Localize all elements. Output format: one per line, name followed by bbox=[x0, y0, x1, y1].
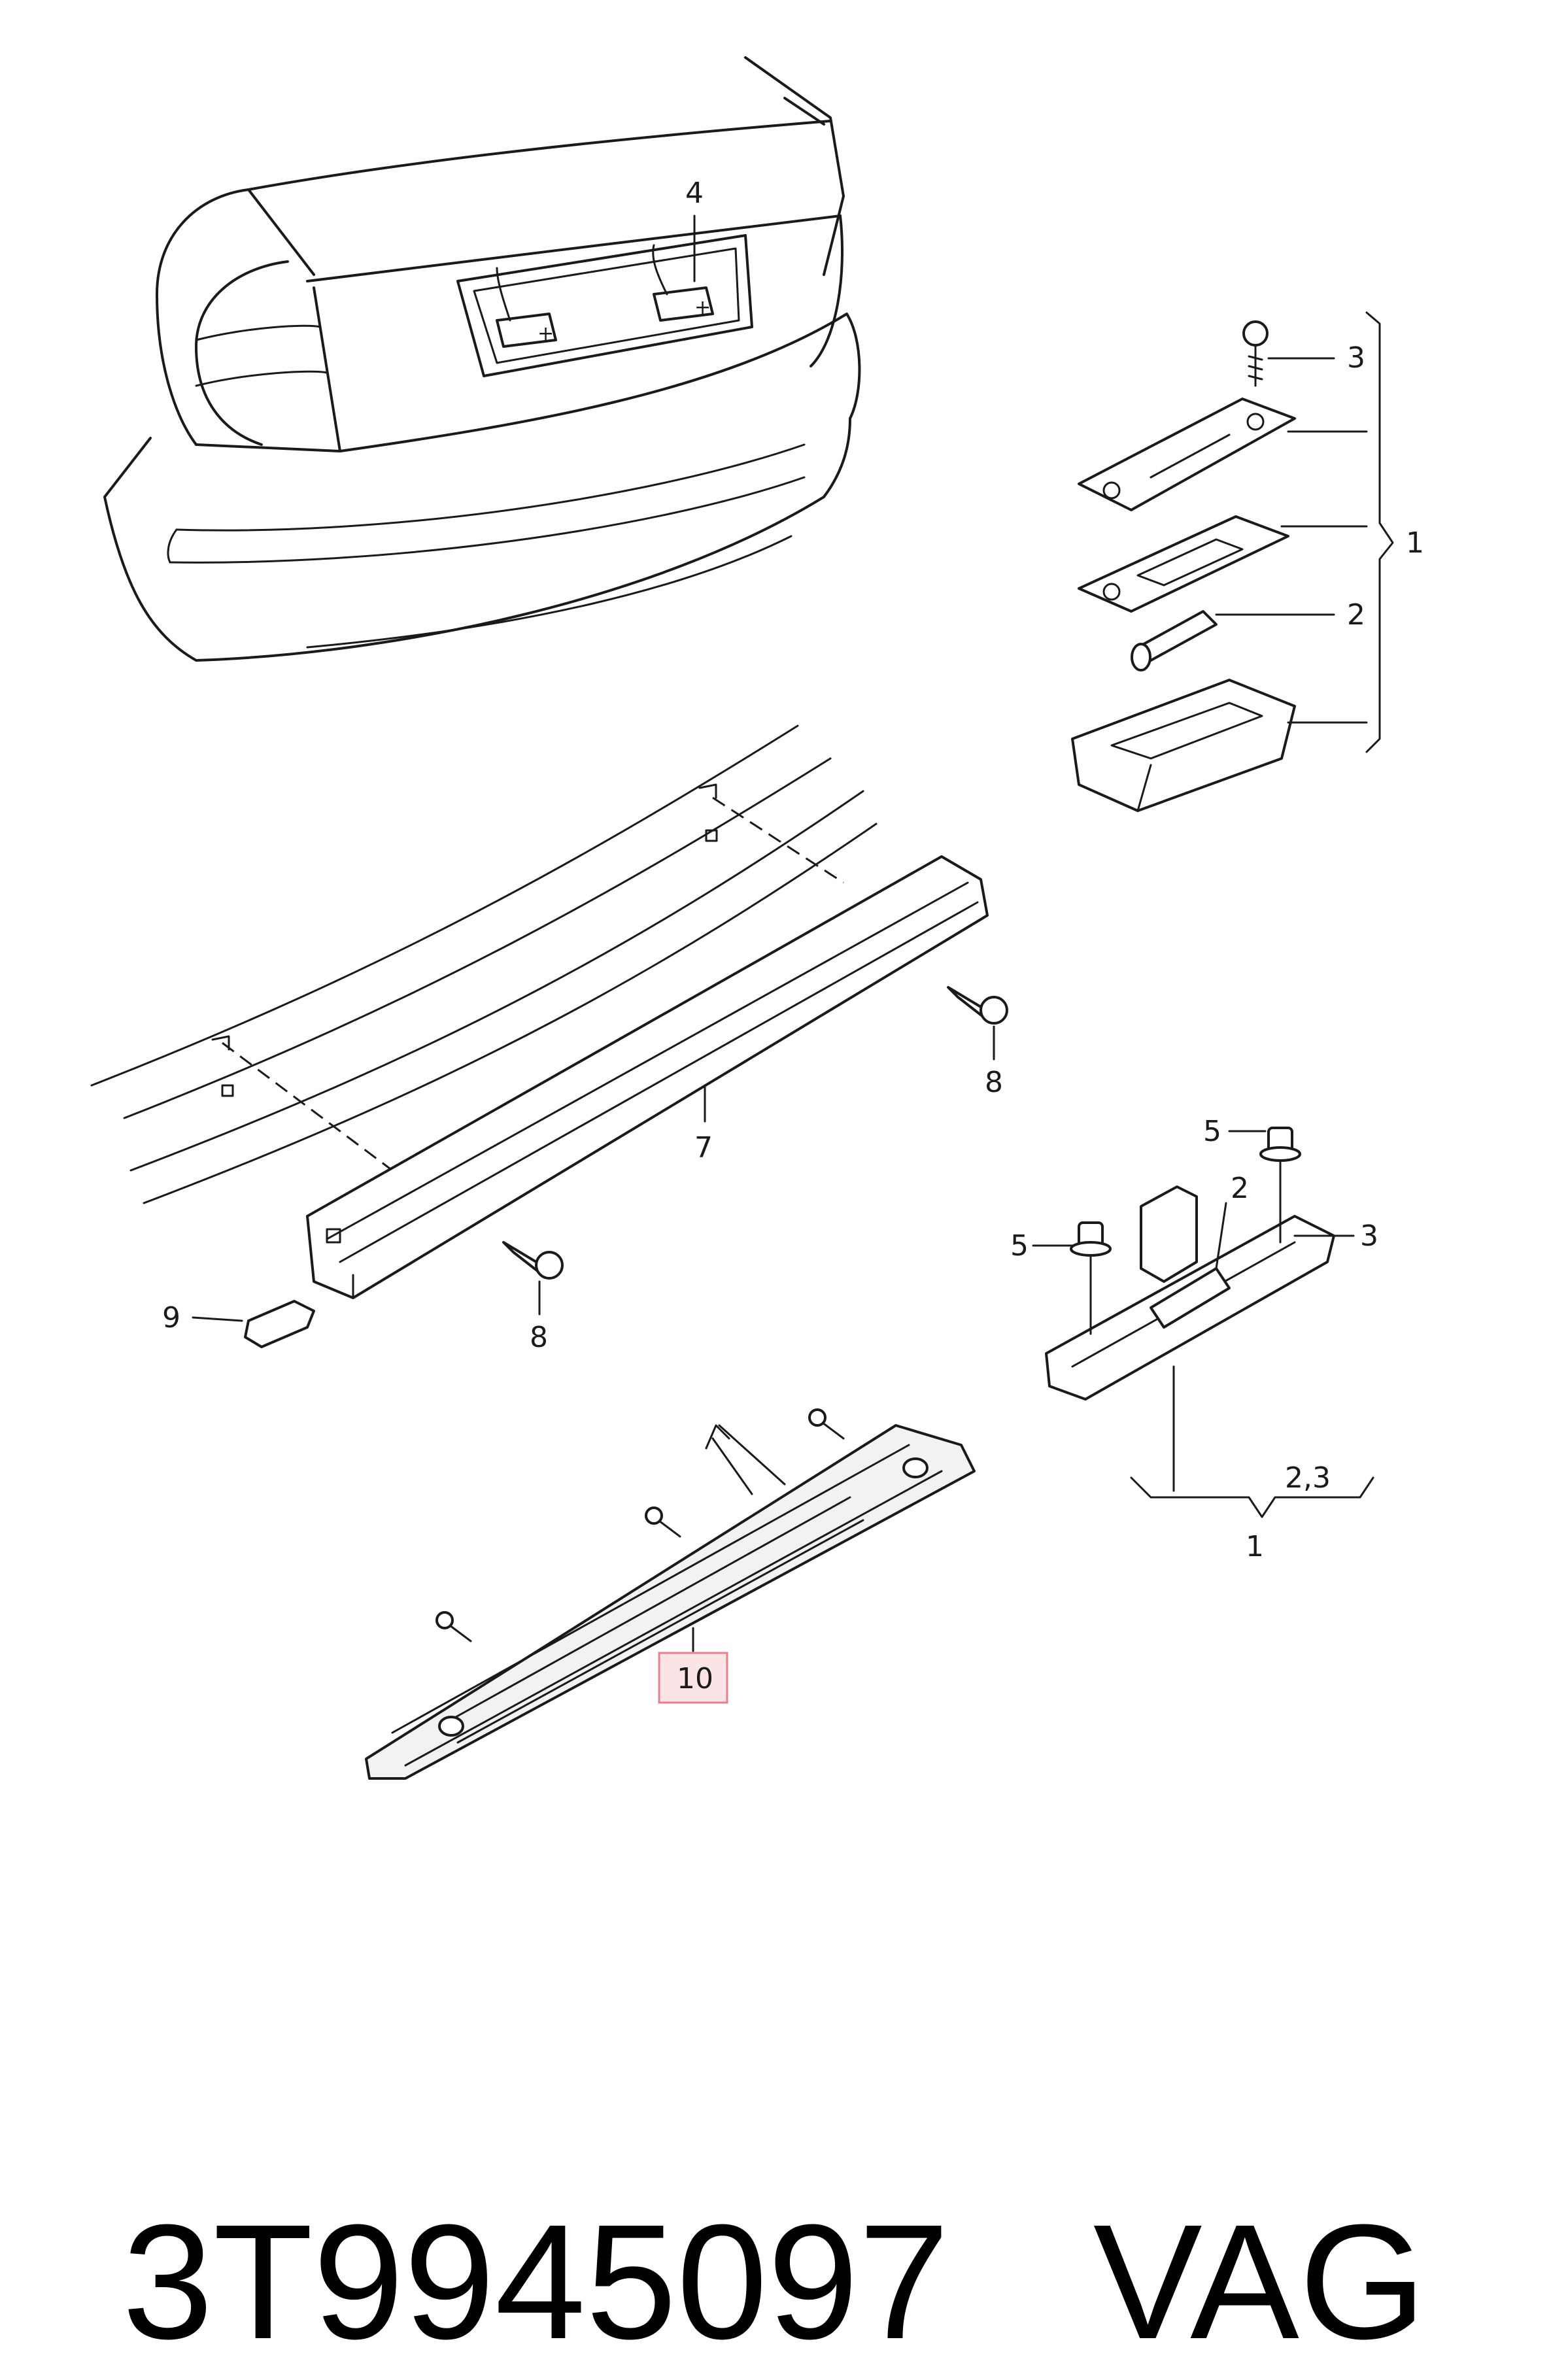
callout-1-bottom: 1 bbox=[1246, 1530, 1264, 1563]
callout-8-lower: 8 bbox=[530, 1321, 548, 1354]
screw-8-lower bbox=[502, 1241, 564, 1316]
callout-9: 9 bbox=[162, 1301, 180, 1334]
callout-2-mid: 2 bbox=[1231, 1172, 1249, 1205]
screw-8-upper bbox=[947, 986, 1008, 1061]
callout-3-mid: 3 bbox=[1360, 1219, 1378, 1253]
license-plate-light-exploded bbox=[1071, 311, 1394, 812]
callout-10: 10 bbox=[677, 1662, 713, 1695]
connector-9 bbox=[192, 1300, 315, 1348]
high-mount-brake-light-assembly bbox=[90, 724, 989, 1299]
footer-part-label: 3T9945097 VAG bbox=[31, 1988, 1522, 2373]
brake-light-lamp-10 bbox=[365, 1408, 976, 1780]
brand-name: VAG bbox=[1093, 2190, 1427, 2373]
callout-4: 4 bbox=[685, 177, 704, 210]
callout-10-highlight[interactable] bbox=[658, 1652, 728, 1704]
license-plate-light-assembled bbox=[1032, 1127, 1374, 1518]
callout-5-b: 5 bbox=[1203, 1115, 1221, 1148]
car-rear-illustration: + + bbox=[103, 56, 861, 662]
callout-7: 7 bbox=[694, 1131, 713, 1164]
callout-3-top: 3 bbox=[1347, 341, 1365, 375]
svg-text:+: + bbox=[694, 296, 711, 319]
callout-1-right: 1 bbox=[1406, 526, 1424, 560]
parts-diagram: + + 4 bbox=[90, 56, 1424, 1780]
callout-8-upper: 8 bbox=[985, 1066, 1003, 1099]
svg-text:+: + bbox=[537, 322, 554, 345]
callout-2-right: 2 bbox=[1347, 598, 1365, 632]
callout-2-3: 2,3 bbox=[1285, 1461, 1331, 1495]
callout-5-a: 5 bbox=[1010, 1229, 1029, 1263]
part-number: 3T9945097 bbox=[122, 2190, 949, 2373]
